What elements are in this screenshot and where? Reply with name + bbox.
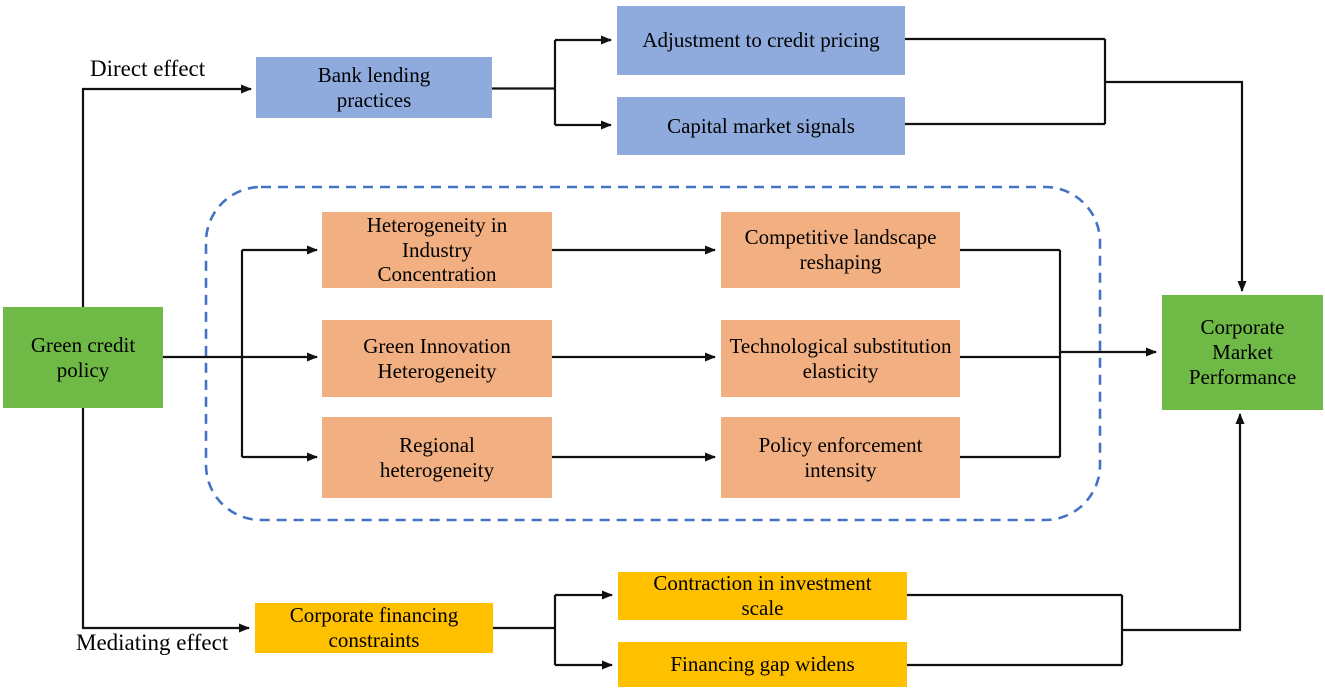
- heterogeneity-dashed-frame: [204, 185, 1102, 522]
- node-heterogeneity-industry-concentration: Heterogeneity in Industry Concentration: [322, 212, 552, 288]
- node-bank-lending-practices: Bank lending practices: [256, 57, 492, 118]
- mediating-effect-label: Mediating effect: [76, 630, 229, 655]
- node-green-innovation-heterogeneity: Green Innovation Heterogeneity: [322, 320, 552, 397]
- node-corporate-market-performance: Corporate Market Performance: [1162, 295, 1323, 410]
- node-technological-substitution-elasticity: Technological substitution elasticity: [721, 320, 960, 397]
- edge-bottom-to-performance: [1122, 413, 1245, 632]
- edge-top-to-performance: [1105, 80, 1247, 292]
- node-financing-gap-widens: Financing gap widens: [618, 642, 907, 687]
- node-regional-heterogeneity: Regional heterogeneity: [322, 417, 552, 498]
- node-capital-market-signals: Capital market signals: [617, 97, 905, 155]
- edge-policy-to-constraints: [81, 408, 250, 633]
- node-corporate-financing-constraints: Corporate financing constraints: [255, 603, 493, 653]
- node-contraction-investment-scale: Contraction in investment scale: [618, 571, 907, 620]
- node-competitive-landscape-reshaping: Competitive landscape reshaping: [721, 212, 960, 288]
- direct-effect-label: Direct effect: [90, 56, 206, 81]
- node-green-credit-policy: Green credit policy: [3, 307, 163, 408]
- node-policy-enforcement-intensity: Policy enforcement intensity: [721, 417, 960, 498]
- edge-policy-to-bank: [81, 84, 252, 307]
- node-adjustment-to-credit-pricing: Adjustment to credit pricing: [617, 6, 905, 75]
